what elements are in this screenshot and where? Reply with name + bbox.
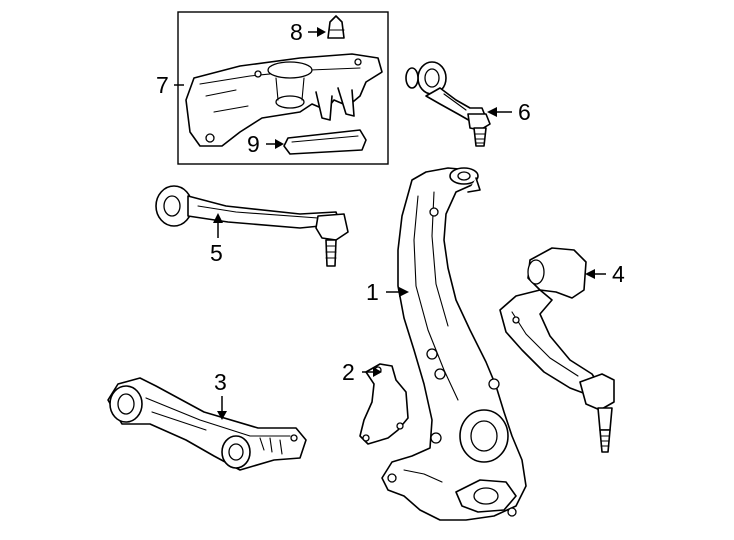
- callout-4: 4: [612, 261, 625, 287]
- callout-2: 2: [342, 359, 355, 385]
- part-2-gasket[interactable]: [359, 363, 409, 445]
- part-7-strut-mount-bracket[interactable]: [185, 53, 383, 147]
- callout-7: 7: [156, 72, 169, 98]
- part-8-cap[interactable]: [327, 15, 345, 39]
- part-5-lower-link[interactable]: [155, 185, 349, 267]
- assembly-group-box: [177, 11, 389, 165]
- callout-8: 8: [290, 19, 303, 45]
- part-4-upper-control-arm[interactable]: [499, 247, 615, 453]
- callout-9: 9: [247, 131, 260, 157]
- part-1-steering-knuckle[interactable]: [381, 167, 527, 521]
- callout-6: 6: [518, 99, 531, 125]
- callout-1: 1: [366, 279, 379, 305]
- part-9-insulator-pad[interactable]: [283, 129, 367, 155]
- callout-5: 5: [210, 240, 223, 266]
- part-3-lower-control-arm[interactable]: [107, 377, 307, 471]
- callout-3: 3: [214, 369, 227, 395]
- part-6-upper-link[interactable]: [405, 61, 491, 147]
